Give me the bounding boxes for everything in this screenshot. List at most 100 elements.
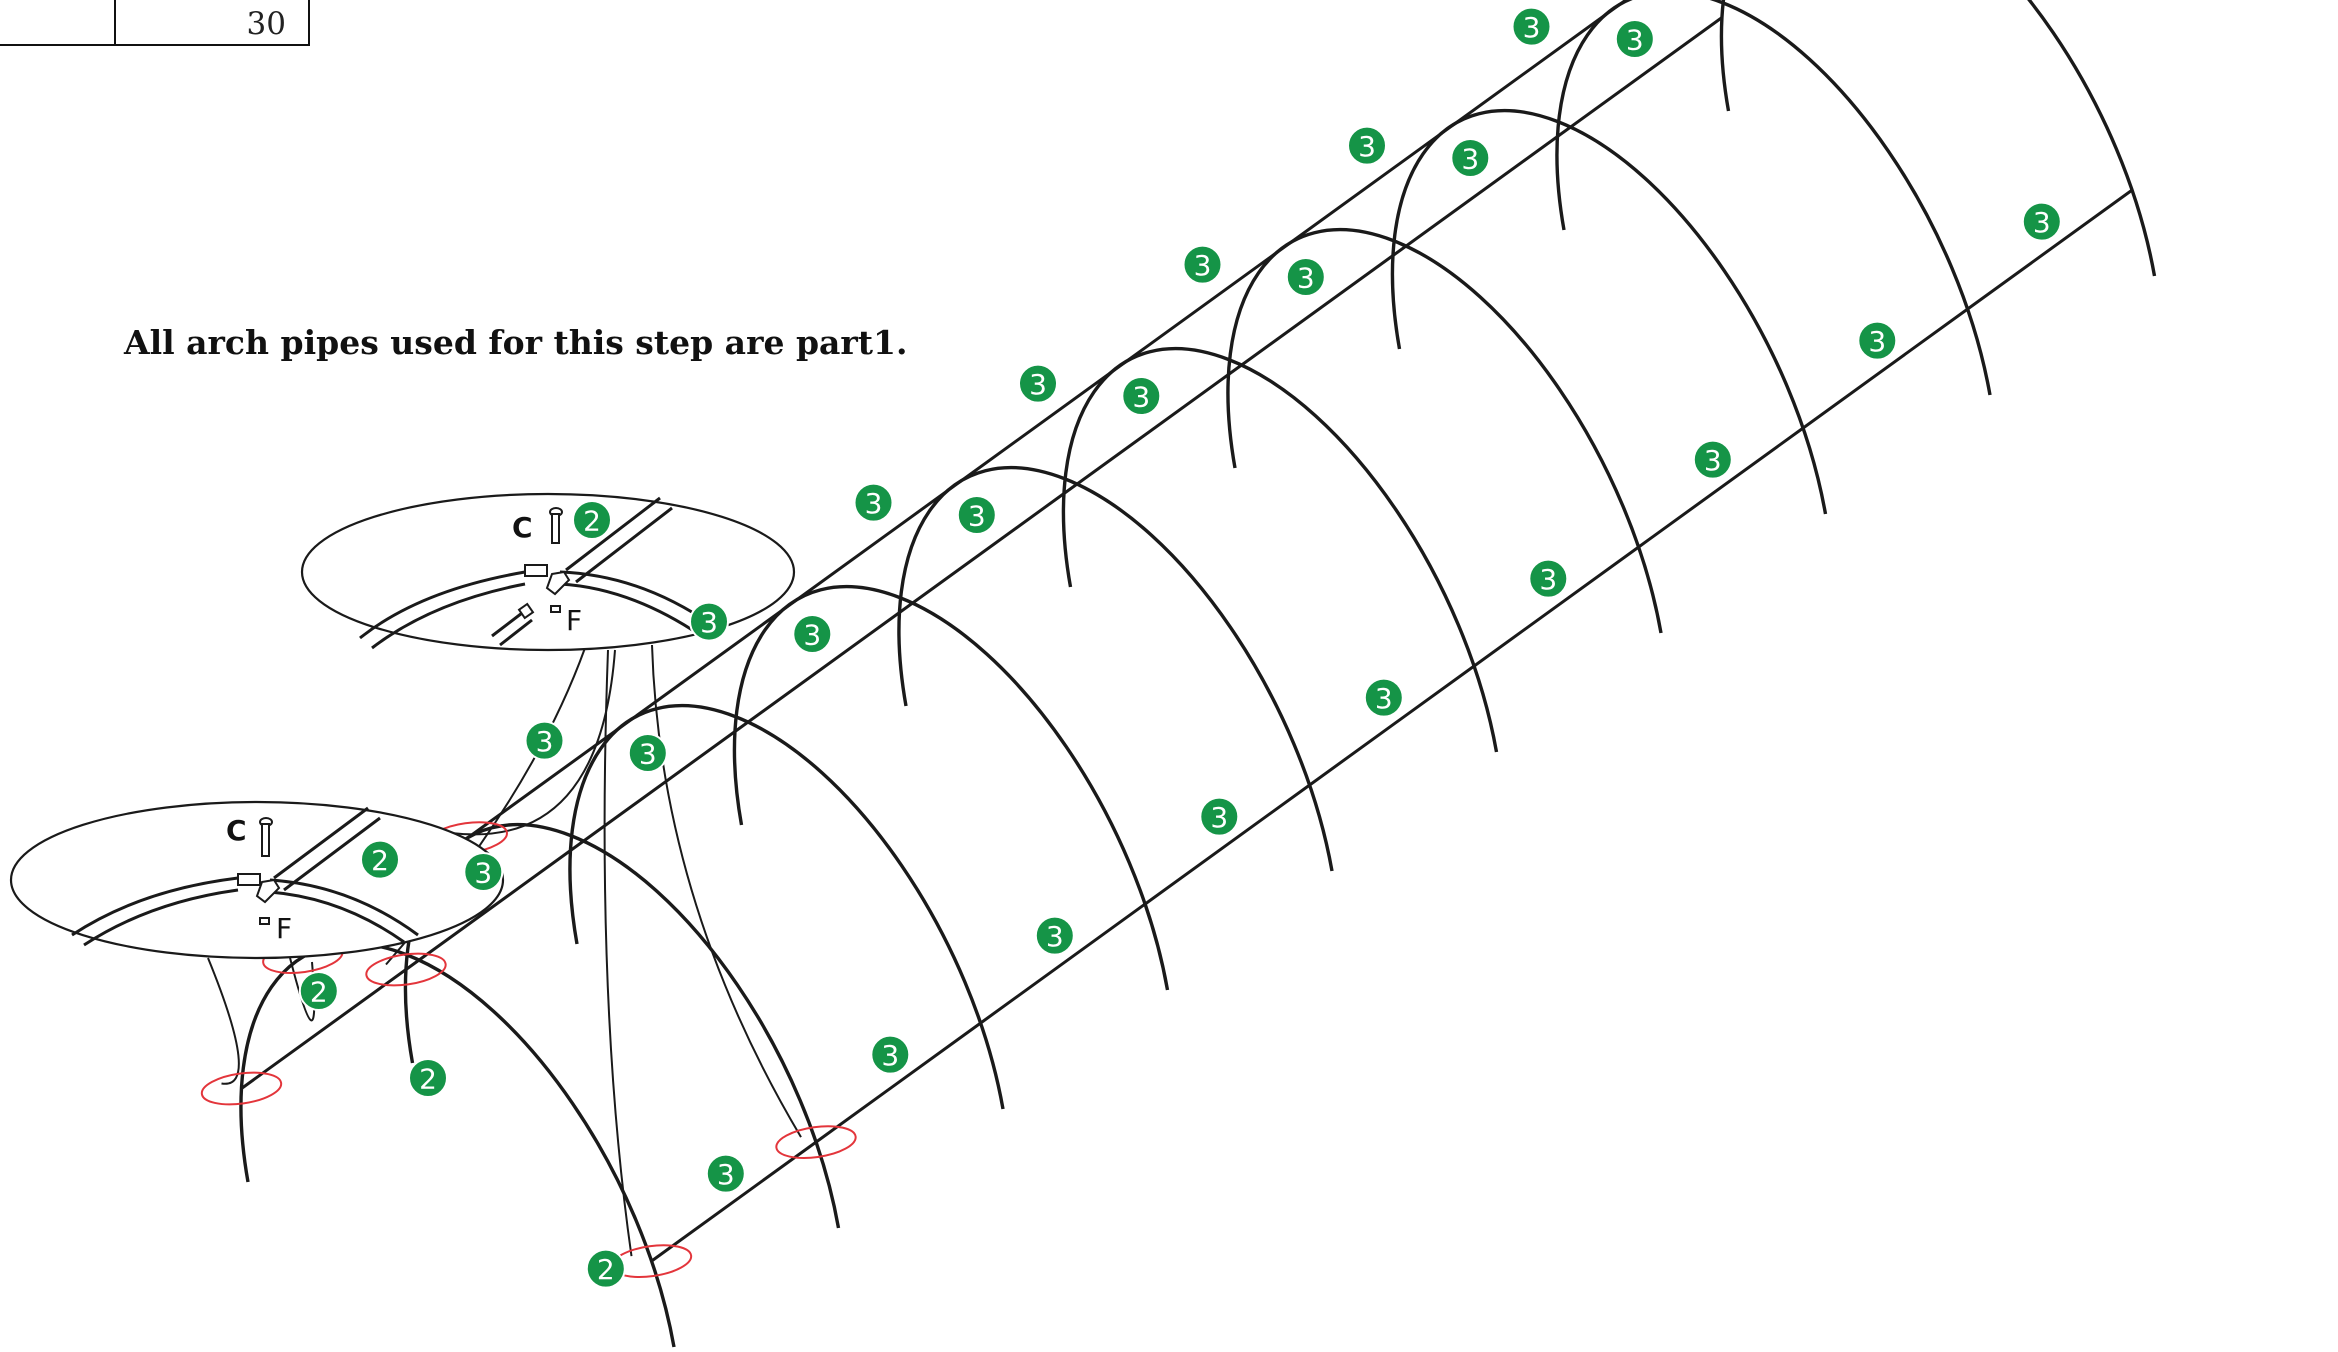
part-number-badge: 3 (956, 495, 997, 535)
purlin-pipe (650, 188, 2133, 1263)
purlin-pipes (240, 0, 2133, 1263)
connection-highlight-ring (775, 1125, 857, 1159)
parts-table: 30 (0, 0, 310, 46)
sleeve-connector-icon (237, 873, 261, 886)
cross-connector-icon (545, 570, 571, 596)
bolt-icon (259, 817, 273, 857)
sleeve-connector-icon (524, 564, 548, 577)
nut-icon (259, 917, 270, 925)
part-number: 3 (639, 738, 657, 771)
zoom-callout-left: C F (9, 800, 505, 960)
part-number-badge: 3 (1034, 915, 1075, 956)
connection-highlight-ring (200, 1071, 283, 1106)
part-number: 3 (1704, 444, 1722, 477)
part-number: 3 (1539, 563, 1557, 596)
part-number-badges: 333333333333333333333333322222 (298, 6, 2062, 1289)
part-number-badge: 3 (1363, 677, 1404, 718)
part-number: 2 (597, 1253, 615, 1286)
part-number-badge: 3 (2021, 201, 2062, 242)
nut-icon (550, 605, 561, 613)
part-number: 3 (1029, 368, 1047, 401)
part-number: 2 (419, 1063, 437, 1096)
arch-pipe (1719, 0, 2157, 277)
cross-connector-icon (255, 878, 281, 904)
part-number: 3 (865, 487, 883, 520)
part-number-badge: 3 (689, 601, 729, 642)
part-number: 3 (803, 619, 821, 652)
zoom-leader-line (207, 957, 240, 1085)
part-number-badge: 3 (524, 720, 565, 761)
part-number: 3 (700, 606, 718, 639)
zoom-leader-line (603, 649, 633, 1257)
part-number-badge: 3 (1511, 6, 1552, 47)
part-number-badge: 3 (627, 733, 668, 773)
step-note: All arch pipes used for this step are pa… (124, 323, 908, 362)
arch-pipe (1555, 0, 1992, 396)
part-number: 3 (1132, 381, 1150, 414)
arch-pipe-detail (359, 570, 526, 650)
parts-table-quantity: 30 (114, 0, 310, 46)
purlin-pipe (301, 0, 1629, 959)
part-number-badge: 2 (360, 839, 400, 880)
part-number-badge: 3 (1450, 138, 1491, 178)
part-number-badge: 3 (1347, 125, 1387, 166)
zoom-leader-line (651, 644, 802, 1138)
purlin-pipe (240, 16, 1723, 1090)
part-number: 3 (1046, 920, 1064, 953)
connector-part-icon (517, 602, 535, 620)
part-number: 2 (371, 844, 389, 877)
purlin-pipe-detail (491, 608, 533, 647)
part-number: 2 (583, 505, 601, 538)
part-number-badge: 3 (1692, 439, 1733, 480)
part-number-badge: 2 (585, 1248, 626, 1289)
part-number-badge: 2 (572, 500, 612, 540)
part-number: 3 (1210, 801, 1228, 834)
part-number: 3 (1626, 24, 1644, 57)
bolt-icon (549, 507, 563, 544)
part-number: 3 (968, 500, 986, 533)
nut-label: F (276, 912, 292, 945)
part-number: 3 (536, 725, 554, 758)
part-number-badge: 3 (1857, 320, 1898, 361)
part-number: 3 (1523, 11, 1541, 44)
bolt-label: C (512, 511, 533, 544)
part-number-badge: 3 (1199, 796, 1240, 837)
part-number: 2 (310, 976, 328, 1009)
part-number-badge: 3 (792, 614, 833, 654)
part-number: 3 (1194, 249, 1212, 282)
nut-label: F (566, 604, 582, 637)
part-number-badge: 3 (1614, 19, 1655, 59)
part-number-badge: 3 (1121, 376, 1162, 416)
part-number: 3 (1375, 682, 1393, 715)
connection-highlight-ring (365, 952, 447, 987)
arch-pipes (239, 0, 2157, 1348)
zoom-leader-line (452, 649, 616, 836)
arch-pipe-detail (269, 878, 419, 944)
part-number-badge: 3 (463, 852, 504, 892)
part-number-badge: 3 (853, 482, 894, 523)
part-number: 3 (717, 1158, 735, 1191)
parts-table-row: 30 (0, 0, 310, 46)
part-number-badge: 3 (1528, 558, 1569, 599)
part-number: 3 (1868, 325, 1886, 358)
part-number: 3 (474, 857, 492, 890)
bolt-label: C (226, 814, 247, 847)
part-number-badge: 2 (408, 1058, 448, 1098)
part-number-badge: 3 (1018, 363, 1058, 404)
purlin-pipe-detail (565, 496, 673, 584)
arch-pipe-detail (71, 876, 239, 947)
part-number: 3 (1461, 143, 1479, 176)
purlin-pipe-detail (273, 806, 381, 892)
part-number: 3 (1358, 130, 1376, 163)
part-number-badge: 3 (1182, 244, 1223, 285)
part-number: 3 (881, 1039, 899, 1072)
part-number: 3 (1297, 262, 1315, 295)
part-number: 3 (2033, 206, 2051, 239)
parts-table-cell (0, 0, 116, 46)
part-number-badge: 3 (870, 1034, 911, 1075)
part-number-badge: 2 (298, 971, 339, 1011)
zoom-callout-top: C F (300, 492, 796, 652)
part-number-badge: 3 (705, 1153, 746, 1194)
part-number-badge: 3 (1285, 257, 1326, 297)
